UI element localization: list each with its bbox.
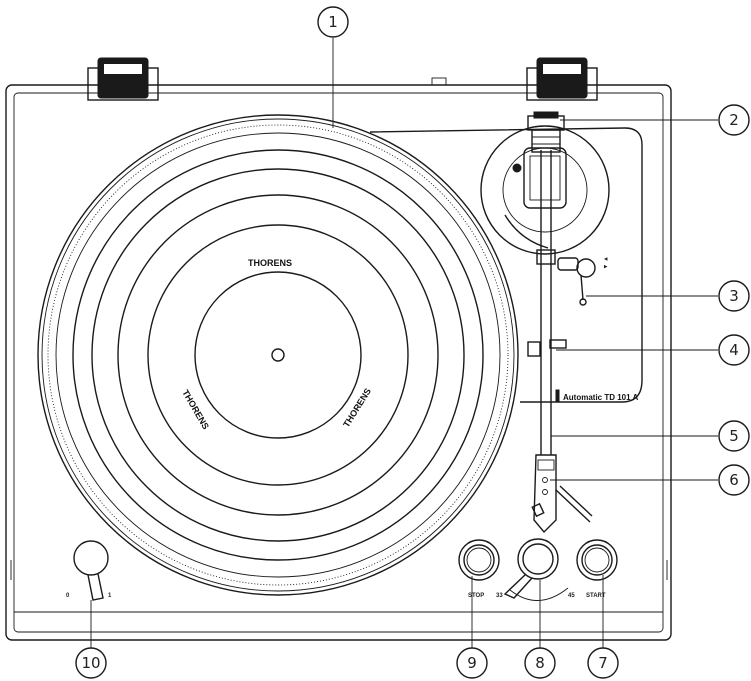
switch-on-label: 1 — [108, 593, 112, 599]
svg-text:6: 6 — [729, 471, 739, 489]
hinge-right — [526, 57, 598, 101]
rear-tab — [431, 77, 447, 86]
svg-text:7: 7 — [598, 654, 608, 672]
svg-text:10: 10 — [81, 654, 100, 672]
brand-left: THORENS — [180, 388, 211, 431]
callout-8: 8 — [524, 647, 556, 679]
svg-text:2: 2 — [729, 111, 739, 129]
headshell — [531, 454, 593, 534]
svg-text:3: 3 — [729, 287, 739, 305]
platter — [37, 114, 519, 596]
plinth-outer — [5, 84, 672, 641]
callout-6: 6 — [718, 464, 750, 496]
plinth-inner — [13, 92, 664, 633]
start-button[interactable] — [576, 539, 618, 581]
model-label: Automatic TD 101 A — [563, 393, 638, 402]
svg-text:1: 1 — [328, 13, 338, 31]
brand-right: THORENS — [341, 386, 373, 429]
svg-text:5: 5 — [729, 427, 739, 445]
model-mark — [555, 389, 560, 403]
callout-3: 3 — [718, 280, 750, 312]
tonearm-pivot — [480, 125, 610, 255]
callout-5: 5 — [718, 420, 750, 452]
brand-top: THORENS — [248, 258, 292, 268]
svg-text:8: 8 — [535, 654, 545, 672]
switch-off-label: 0 — [66, 593, 70, 599]
svg-text:9: 9 — [467, 654, 477, 672]
callout-2: 2 — [718, 104, 750, 136]
callout-7: 7 — [587, 647, 619, 679]
start-label: START — [586, 593, 606, 599]
speed-low-label: 33 — [496, 593, 503, 599]
tonearm-counterweight — [527, 111, 565, 153]
tonearm-base-plate — [369, 127, 643, 403]
hinge-left — [87, 57, 159, 101]
callout-4: 4 — [718, 334, 750, 366]
callout-1: 1 — [317, 6, 349, 38]
speed-high-label: 45 — [568, 593, 575, 599]
speed-selector[interactable] — [503, 538, 569, 601]
stop-button[interactable] — [458, 539, 500, 581]
callout-10: 10 — [75, 647, 107, 679]
leader-lines — [90, 38, 718, 648]
tonearm-rest — [527, 339, 567, 357]
spindle — [271, 348, 285, 362]
power-switch[interactable] — [73, 540, 109, 601]
svg-text:4: 4 — [729, 341, 739, 359]
cue-marks: ▼ ▲ — [602, 256, 608, 270]
stop-label: STOP — [468, 593, 484, 599]
cue-lever: ▼ ▲ — [557, 256, 608, 306]
tonearm — [536, 150, 556, 455]
callout-9: 9 — [456, 647, 488, 679]
